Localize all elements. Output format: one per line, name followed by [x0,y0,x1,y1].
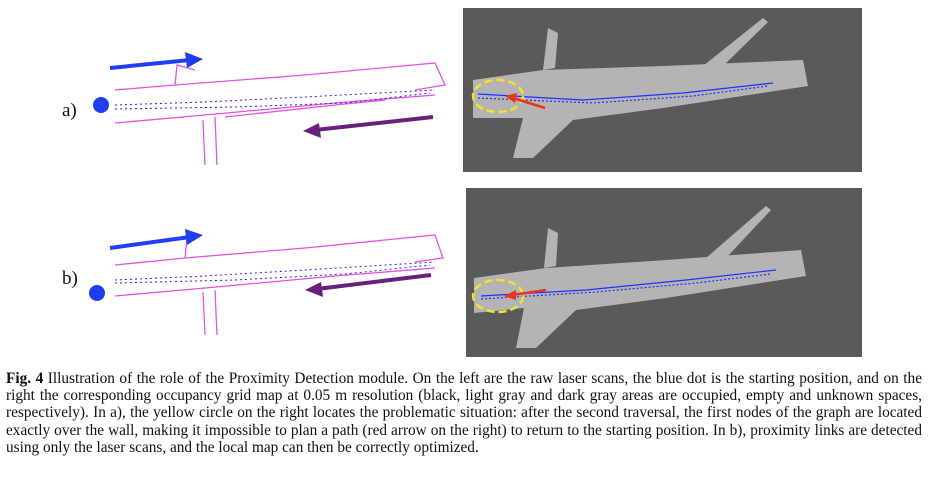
panel-a-label: a) [62,100,77,121]
panel-a-occupancy-map [463,8,862,172]
return-arrow [303,115,434,138]
figure-caption: Fig. 4 Illustration of the role of the P… [6,370,922,456]
red-arrow [504,288,547,300]
red-arrow [505,93,546,110]
forward-arrow [109,52,203,70]
panel-b-laser-scans [89,229,444,336]
caption-prefix: Fig. 4 [6,370,44,387]
highlight-circle [471,78,525,114]
forward-arrow [109,229,203,250]
panel-b-label: b) [62,268,78,289]
return-arrow [305,273,432,297]
caption-text: Illustration of the role of the Proximit… [6,370,922,456]
start-dot [89,285,105,301]
start-dot [93,97,109,113]
panel-b-occupancy-map [466,188,862,357]
panel-a-laser-scans [93,52,446,166]
highlight-circle [471,278,525,314]
